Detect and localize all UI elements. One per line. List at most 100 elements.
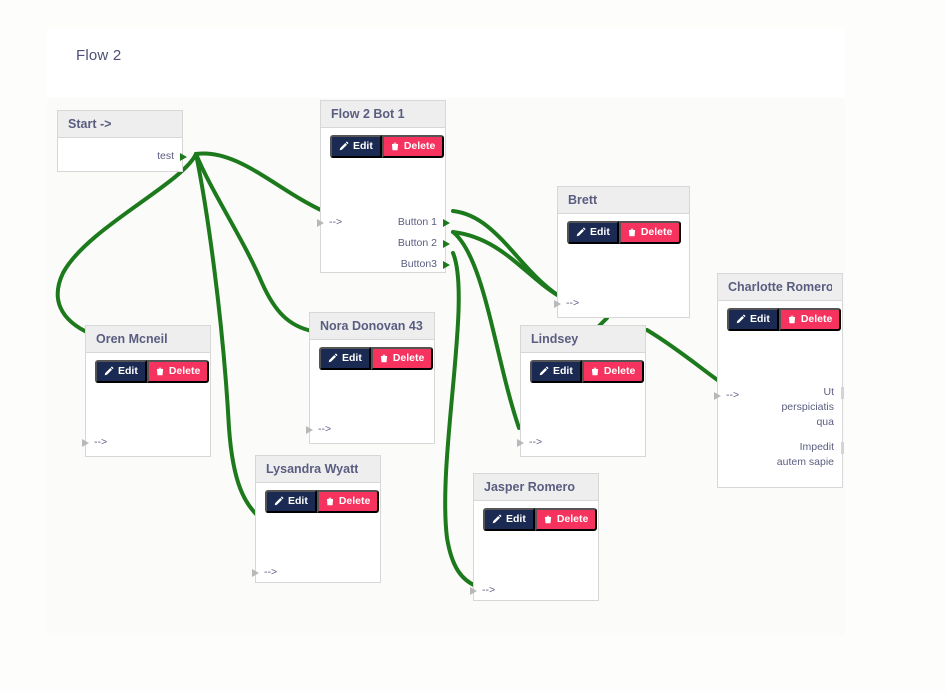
input-port-list: --> — [82, 432, 108, 453]
flow-edge[interactable] — [194, 151, 325, 213]
edit-button-label: Edit — [506, 513, 526, 526]
delete-button[interactable]: Delete — [534, 508, 598, 531]
edit-button[interactable]: Edit — [727, 308, 779, 331]
node-body: Edit Delete --> — [470, 508, 598, 607]
edit-button[interactable]: Edit — [330, 135, 382, 158]
delete-button[interactable]: Delete — [146, 360, 210, 383]
flow-edge[interactable] — [451, 209, 561, 298]
output-port[interactable]: Button3 — [398, 254, 450, 275]
input-port[interactable]: --> — [517, 432, 543, 453]
node-action-row: Edit Delete — [530, 360, 645, 383]
input-port-label: --> — [482, 584, 496, 596]
pencil-icon — [338, 141, 349, 152]
flow-node-nora[interactable]: Nora Donovan 43 Edit Delete --> — [306, 312, 435, 444]
output-port[interactable]: Ut perspiciatis qua — [770, 385, 844, 430]
input-port-label: --> — [329, 216, 343, 228]
trash-icon — [543, 514, 553, 525]
input-port[interactable]: --> — [82, 432, 108, 453]
delete-button[interactable]: Delete — [381, 135, 445, 158]
node-header[interactable]: Lindsey — [521, 326, 645, 353]
node-title: Nora Donovan 43 — [320, 319, 423, 333]
node-action-row: Edit Delete — [483, 508, 598, 531]
edit-button[interactable]: Edit — [483, 508, 535, 531]
node-body: Edit Delete --> — [517, 360, 645, 463]
node-header[interactable]: Oren Mcneil — [86, 326, 210, 353]
delete-button[interactable]: Delete — [778, 308, 842, 331]
delete-button[interactable]: Delete — [316, 490, 380, 513]
flow-edge[interactable] — [443, 251, 478, 588]
edit-button-label: Edit — [750, 313, 770, 326]
flow-edge[interactable] — [451, 230, 561, 298]
output-port-label: Button 2 — [397, 237, 437, 249]
port-arrow-icon — [443, 260, 450, 269]
input-port[interactable]: --> — [252, 562, 277, 583]
delete-button-label: Delete — [338, 495, 371, 508]
input-port[interactable]: --> — [554, 293, 579, 314]
port-arrow-icon — [317, 218, 324, 227]
output-port[interactable]: Button 2 — [397, 233, 450, 254]
trash-icon — [325, 496, 335, 507]
edit-button[interactable]: Edit — [95, 360, 147, 383]
node-header[interactable]: Jasper Romero — [474, 474, 598, 501]
flow-edge[interactable] — [55, 152, 198, 336]
port-handle — [841, 387, 844, 399]
delete-button-label: Delete — [168, 365, 201, 378]
output-port-label: Ut perspiciatis qua — [781, 386, 834, 428]
flow-edge[interactable] — [451, 230, 521, 430]
node-header[interactable]: Nora Donovan 43 — [310, 313, 434, 340]
node-title: Oren Mcneil — [96, 332, 168, 346]
flow-node-start[interactable]: Start -> test — [57, 110, 187, 172]
trash-icon — [627, 227, 637, 238]
edit-button[interactable]: Edit — [265, 490, 317, 513]
node-action-row: Edit Delete — [727, 308, 842, 331]
trash-icon — [787, 314, 797, 325]
delete-button[interactable]: Delete — [581, 360, 645, 383]
edit-button[interactable]: Edit — [530, 360, 582, 383]
node-header[interactable]: Lysandra Wyatt — [256, 456, 380, 483]
node-header[interactable]: Brett — [558, 187, 689, 214]
flow-edge[interactable] — [194, 152, 314, 333]
port-arrow-icon — [714, 391, 721, 400]
node-header[interactable]: Start -> — [58, 111, 182, 138]
output-port[interactable]: Impedit autem sapie — [770, 440, 844, 470]
edit-button[interactable]: Edit — [567, 221, 619, 244]
edit-button-label: Edit — [288, 495, 308, 508]
delete-button[interactable]: Delete — [370, 347, 434, 370]
port-arrow-icon — [443, 239, 450, 248]
edit-button[interactable]: Edit — [319, 347, 371, 370]
delete-button-label: Delete — [603, 365, 636, 378]
flow-edge[interactable] — [645, 328, 721, 383]
node-header[interactable]: Flow 2 Bot 1 — [321, 101, 445, 128]
node-action-row: Edit Delete — [319, 347, 434, 370]
edit-button-label: Edit — [342, 352, 362, 365]
port-arrow-icon — [554, 299, 561, 308]
output-port[interactable]: test — [157, 146, 187, 167]
input-port[interactable]: --> — [317, 212, 343, 233]
node-header[interactable]: Charlotte Romero — [718, 274, 842, 301]
output-port-label: Button3 — [400, 258, 437, 270]
input-port[interactable]: --> — [470, 580, 496, 601]
output-port-label: Impedit autem sapie — [776, 441, 834, 468]
input-port[interactable]: --> — [306, 419, 331, 440]
input-port[interactable]: --> — [714, 385, 739, 406]
output-port-list: Button 1 Button 2 Button3 — [397, 212, 450, 275]
output-port-list: test — [157, 146, 187, 167]
delete-button-label: Delete — [556, 513, 589, 526]
port-arrow-icon — [517, 438, 524, 447]
input-port-label: --> — [94, 436, 108, 448]
input-port-label: --> — [529, 436, 543, 448]
output-port[interactable]: Button 1 — [398, 212, 450, 233]
input-port-list: --> — [554, 293, 579, 314]
delete-button[interactable]: Delete — [618, 221, 682, 244]
